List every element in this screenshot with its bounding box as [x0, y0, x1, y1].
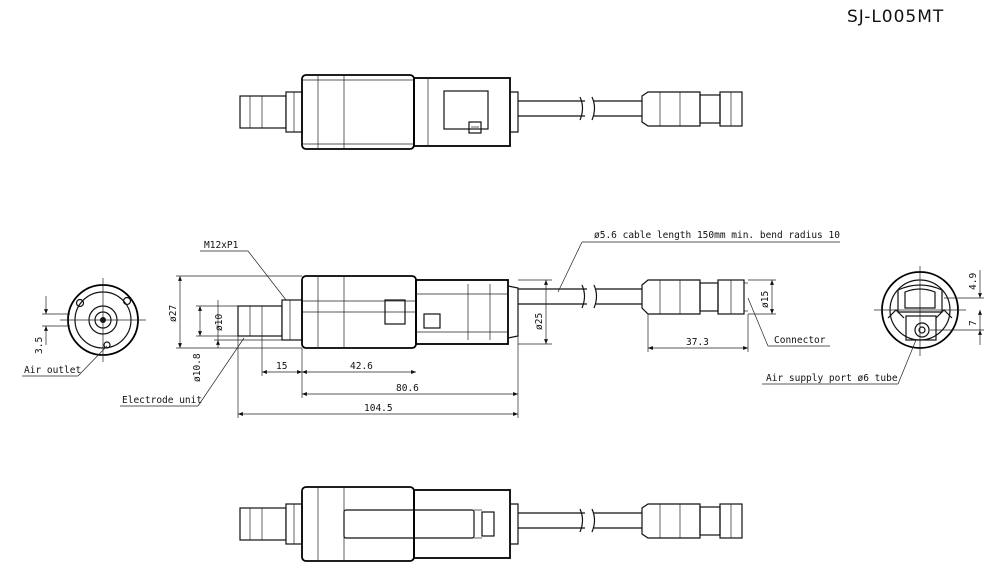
electrode-unit-label: Electrode unit [122, 395, 202, 406]
dim-d15: ø15 [760, 291, 771, 308]
thread-label: M12xP1 [204, 240, 239, 251]
dim-d25: ø25 [534, 313, 545, 330]
dim-15: 15 [276, 361, 287, 372]
dim-80-6: 80.6 [396, 383, 419, 394]
dim-d27: ø27 [168, 305, 179, 322]
dim-7: 7 [968, 320, 979, 326]
dim-d10-8: ø10.8 [192, 353, 203, 382]
dim-4-9: 4.9 [968, 273, 979, 290]
right-end-view: 4.9 7 Air supply port ø6 tube [762, 266, 984, 385]
connector-label: Connector [774, 335, 826, 346]
air-supply-label: Air supply port ø6 tube [766, 373, 898, 384]
dim-3-5: 3.5 [34, 337, 45, 354]
model-title: SJ-L005MT [847, 7, 944, 27]
left-end-view: 3.5 Air outlet [22, 278, 146, 377]
dim-104-5: 104.5 [364, 403, 393, 414]
air-outlet-label: Air outlet [24, 365, 81, 376]
side-view: M12xP1 ø27 ø10 ø10.8 ø25 ø15 ø5.6 cable … [120, 230, 840, 418]
bottom-view [239, 486, 743, 562]
top-view [239, 74, 743, 150]
dim-37-3: 37.3 [686, 337, 709, 348]
dim-42-6: 42.6 [350, 361, 373, 372]
dim-d10: ø10 [214, 314, 225, 331]
cable-note: ø5.6 cable length 150mm min. bend radius… [594, 230, 840, 241]
